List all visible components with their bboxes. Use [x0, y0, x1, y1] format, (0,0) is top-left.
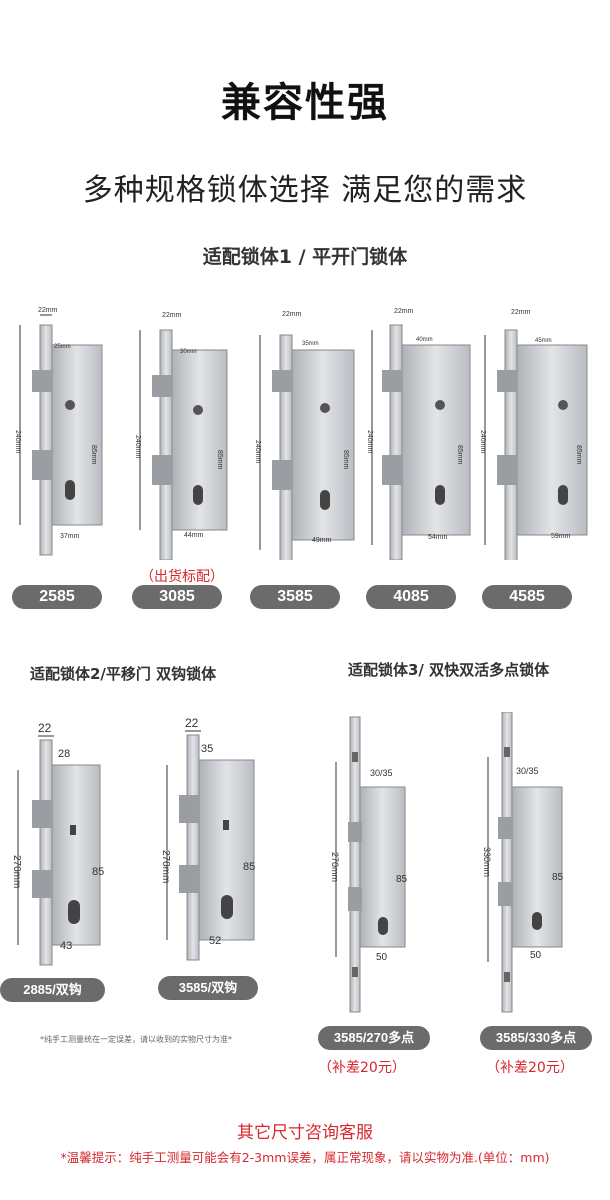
model-pill-3585-330-multipoint: 3585/330多点 — [480, 1026, 592, 1050]
lock-diagram-4585: 22mm 45mm 240mm 85mm 59mm — [479, 309, 588, 560]
dim-faceplate: 50 — [376, 952, 388, 963]
lock-diagram-3585-330-multipoint: 330mm 30/35 85 50 — [482, 712, 564, 1013]
dim-backset: 30/35 — [516, 766, 539, 776]
dim-width: 22 — [38, 721, 52, 735]
dim-center: 85 — [396, 874, 408, 885]
dim-faceplate: 44mm — [184, 532, 204, 539]
measurement-note: *纯手工测量统在一定误差，请以收到的实物尺寸为准* — [40, 1035, 232, 1044]
dim-height: 270mm — [11, 855, 22, 888]
dim-center: 85mm — [575, 445, 582, 465]
model-pill-2885-double-hook: 2885/双钩 — [0, 978, 105, 1002]
dim-height: 240mm — [254, 440, 261, 464]
dim-backset: 30/35 — [370, 768, 393, 778]
dim-backset: 45mm — [535, 338, 552, 344]
surcharge-note-330: （补差20元） — [486, 1060, 574, 1076]
model-pill-3585: 3585 — [250, 585, 340, 609]
dim-width: 22mm — [162, 312, 182, 319]
shipping-standard-note: （出货标配） — [140, 569, 224, 585]
dim-width: 22mm — [511, 309, 531, 316]
dim-height: 240mm — [134, 435, 141, 459]
section1-heading: 适配锁体1 / 平开门锁体 — [202, 246, 408, 268]
dim-width: 22mm — [282, 311, 302, 318]
dim-faceplate: 52 — [209, 935, 221, 947]
section2-heading: 适配锁体2/平移门 双钩锁体 — [30, 665, 217, 683]
model-pill-3585-270-multipoint: 3585/270多点 — [318, 1026, 430, 1050]
dim-width: 22mm — [38, 307, 58, 314]
surcharge-note-270: （补差20元） — [318, 1060, 406, 1076]
lock-diagram-3585-270-multipoint: 270mm 30/35 85 50 — [330, 716, 408, 1013]
dim-height: 270mm — [330, 852, 340, 882]
dim-faceplate: 49mm — [312, 537, 332, 544]
lock-diagram-2885-double-hook: 22 270mm 28 85 43 — [11, 721, 104, 966]
dim-faceplate: 54mm — [428, 534, 448, 541]
dim-center: 85mm — [342, 450, 349, 470]
dim-center: 85 — [552, 872, 564, 883]
lock-diagram-3085: 22mm 30mm 240mm 85mm 44mm — [134, 312, 228, 560]
dim-center: 85 — [243, 861, 255, 873]
page-title: 兼容性强 — [221, 80, 389, 126]
dim-backset: 35mm — [302, 341, 319, 347]
section3-heading: 适配锁体3/ 双快双活多点锁体 — [348, 661, 550, 679]
dim-backset: 28 — [58, 748, 70, 760]
lock-diagram-3585: 22mm 35mm 240mm 85mm 49mm — [254, 311, 355, 560]
section2-lock-diagrams: 22 270mm 28 85 43 22 270mm 35 85 52 — [11, 716, 255, 966]
dim-center: 85 — [92, 866, 104, 878]
model-pill-3585-double-hook: 3585/双钩 — [158, 976, 258, 1000]
dim-height: 330mm — [482, 847, 492, 877]
measurement-tip: *温馨提示：纯手工测量可能会有2-3mm误差，属正常现象，请以实物为准.(单位：… — [60, 1150, 550, 1165]
dim-backset: 40mm — [416, 337, 433, 343]
model-pill-4585: 4585 — [482, 585, 572, 609]
dim-height: 240mm — [479, 430, 486, 454]
dim-center: 85mm — [216, 450, 223, 470]
model-pill-3085: 3085 — [132, 585, 222, 609]
model-pill-2585: 2585 — [12, 585, 102, 609]
dim-backset: 35 — [201, 743, 213, 755]
dim-faceplate: 50 — [530, 950, 542, 961]
dim-faceplate: 43 — [60, 940, 72, 952]
dim-backset: 30mm — [180, 349, 197, 355]
lock-diagram-2585: 22mm 25mm 240mm 85mm 37mm — [14, 307, 103, 556]
dim-height: 240mm — [366, 430, 373, 454]
page-subtitle: 多种规格锁体选择 满足您的需求 — [82, 173, 528, 208]
dim-width: 22mm — [394, 308, 414, 315]
section3-lock-diagrams: 270mm 30/35 85 50 330mm 30/35 85 50 — [330, 712, 564, 1013]
lock-diagram-3585-double-hook: 22 270mm 35 85 52 — [160, 716, 255, 961]
dim-faceplate: 37mm — [60, 533, 80, 540]
dim-height: 240mm — [14, 430, 21, 454]
lock-diagram-4085: 22mm 40mm 240mm 85mm 54mm — [366, 308, 471, 560]
dim-width: 22 — [185, 716, 199, 730]
dim-center: 85mm — [90, 445, 97, 465]
dim-center: 85mm — [456, 445, 463, 465]
dim-height: 270mm — [160, 850, 171, 883]
dim-faceplate: 59mm — [551, 533, 571, 540]
contact-service-note: 其它尺寸咨询客服 — [237, 1123, 373, 1143]
section1-lock-diagrams: 22mm 25mm 240mm 85mm 37mm 22mm 30mm 240m… — [14, 307, 588, 560]
dim-backset: 25mm — [54, 344, 71, 350]
model-pill-4085: 4085 — [366, 585, 456, 609]
